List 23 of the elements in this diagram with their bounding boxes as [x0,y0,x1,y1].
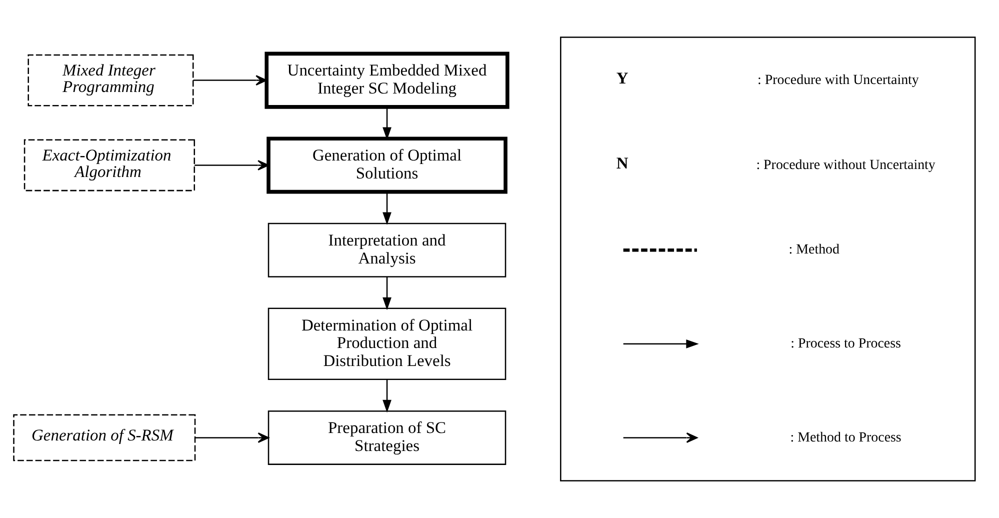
node-box [560,36,976,482]
legend-label: : Procedure without Uncertainty [756,158,936,173]
node-box: Determination of Optimal Production and Distribution Levels [268,308,506,380]
arrow [194,160,269,170]
label: N [616,153,628,172]
legend-label: : Method [788,242,840,258]
arrow [382,276,392,310]
arrow [195,432,270,443]
node-box: Exact-Optimization Algorithm [24,139,196,192]
node-box: Mixed Integer Programming [28,54,194,106]
arrow [382,192,392,225]
node-box: Uncertainty Embedded Mixed Integer SC Modeling [264,52,510,109]
label: Y [616,68,628,88]
node-box: Preparation of SC Strategies [268,410,506,465]
arrow [193,75,267,86]
node-box: Interpretation and Analysis [268,222,506,278]
legend-label: : Procedure with Uncertainty [758,72,919,88]
legend-label: : Process to Process [790,336,901,352]
arrow [382,380,392,413]
arrow [382,107,392,140]
legend-label: : Method to Process [790,430,902,446]
node-box: Generation of S-RSM [13,414,196,462]
node-box: Generation of Optimal Solutions [266,136,508,194]
